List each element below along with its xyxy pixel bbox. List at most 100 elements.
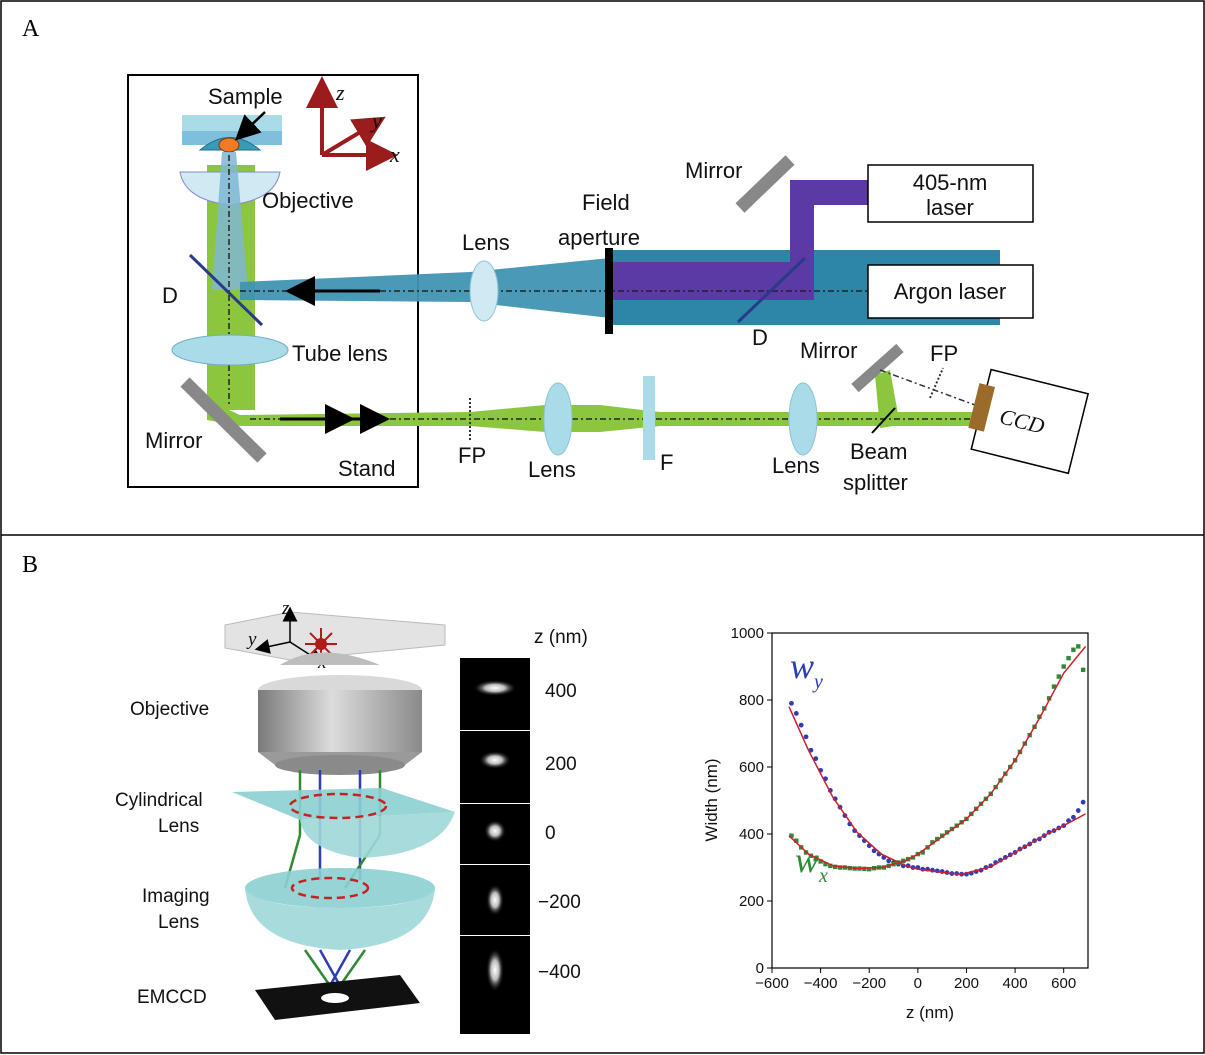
ray-bundle [283, 770, 382, 1001]
beam-splitter [871, 407, 896, 434]
dichroic-left-label: D [162, 283, 178, 308]
objective-b-tip [280, 652, 380, 665]
beam-splitter-label-2: splitter [843, 470, 908, 495]
laser-405-label-1: 405-nm [913, 170, 988, 195]
excitation-lens-label: Lens [462, 230, 510, 255]
field-aperture-label-2: aperture [558, 225, 640, 250]
imaging-beam-outline [290, 876, 370, 900]
axis-y-label: y [370, 108, 382, 133]
objective-label: Objective [262, 188, 354, 213]
emccd-spot [321, 993, 349, 1003]
fit-line [788, 645, 1087, 870]
y-tick-label: 200 [739, 893, 764, 910]
sample-nucleus [218, 137, 240, 153]
data-point-wx [930, 840, 935, 845]
objective-b-label: Objective [130, 699, 209, 720]
objective-b-body [258, 690, 422, 752]
data-point-wx [1076, 644, 1081, 649]
sample-arrow [234, 111, 266, 141]
y-tick-label: 1000 [731, 625, 764, 642]
excitation-lens [469, 260, 499, 322]
x-tick-label: 0 [914, 975, 922, 992]
filter [643, 376, 655, 460]
cylindrical-lens-body [300, 812, 455, 858]
data-point-wx [1080, 667, 1086, 673]
z-value-4: −200 [538, 892, 581, 913]
fp-right [929, 367, 944, 399]
b-axis-y-label: y [246, 629, 257, 650]
fit-lines [788, 645, 1087, 875]
axis-x-label: x [389, 142, 400, 167]
argon-laser-label: Argon laser [894, 279, 1007, 304]
data-point-wx [833, 864, 838, 870]
z-value-2: 200 [545, 754, 577, 775]
x-tick-label: 400 [1003, 975, 1028, 992]
cylindrical-lens-top [232, 788, 455, 820]
data-point-wy [803, 734, 809, 740]
violet-beam [610, 180, 868, 300]
tube-lens-label: Tube lens [292, 341, 388, 366]
data-point-wx [813, 856, 818, 862]
y-tick-label: 0 [756, 960, 764, 977]
data-point-wx [867, 866, 872, 872]
fluorophore-star-icon [305, 628, 337, 660]
b-axis-z-label: z [281, 598, 290, 619]
legend-wy: wy [790, 646, 823, 693]
b-axis-y [254, 639, 291, 654]
excitation-beam [240, 258, 610, 318]
emccd-label: EMCCD [137, 987, 207, 1008]
data-point-wy [886, 858, 892, 864]
stand-label: Stand [338, 456, 396, 481]
data-point-wy [857, 833, 862, 839]
data-point-wx [1071, 647, 1076, 652]
plot-area [771, 632, 1089, 969]
data-point-wy [1080, 799, 1086, 805]
data-point-wy [798, 722, 804, 728]
panel-b-setup: Objective Cylindrical Lens Imaging Lens … [115, 598, 455, 1020]
x-axis-label: z (nm) [906, 1003, 954, 1022]
x-tick-label: −400 [804, 975, 838, 992]
data-point-wx [935, 836, 940, 842]
x-tick-label: 200 [954, 975, 979, 992]
data-point-wx [828, 863, 833, 869]
mirror-left-label: Mirror [145, 428, 202, 453]
laser-405-label-2: laser [926, 195, 974, 220]
beam-splitter-label-1: Beam [850, 439, 907, 464]
data-point-wx [1051, 684, 1057, 689]
data-point-wx [1037, 714, 1042, 719]
focus-cone [212, 152, 248, 290]
imaging-lens-label-1: Imaging [142, 886, 210, 907]
axis-y-arrow [320, 116, 386, 157]
data-point-wx [1056, 674, 1062, 679]
y-tick-label: 400 [739, 826, 764, 843]
slide [224, 611, 446, 661]
data-point-wy [793, 711, 799, 716]
psf-spot-1 [473, 680, 517, 696]
psf-spot-3 [484, 820, 506, 842]
data-point-wx [939, 833, 945, 838]
x-tick-label: 600 [1051, 975, 1076, 992]
data-point-wx [1046, 696, 1052, 701]
dichroic-right [736, 256, 807, 324]
data-point-wx [794, 838, 799, 843]
data-point-wx [818, 859, 823, 864]
ccd-camera: CCD [968, 368, 1090, 475]
cyl-beam-outline [288, 792, 388, 820]
emission-lens-2 [788, 382, 818, 456]
y-tick-label: 800 [739, 692, 764, 709]
argon-laser-box [867, 264, 1034, 319]
data-point-wx [837, 865, 843, 870]
z-value-1: 400 [545, 681, 577, 702]
dichroic-left [188, 253, 264, 327]
data-point-wx [1066, 655, 1071, 661]
mirror-top-label: Mirror [685, 158, 742, 183]
data-point-wx [823, 861, 828, 867]
y-tick-label: 600 [739, 759, 764, 776]
data-point-wy [813, 756, 819, 762]
emission-lens-2-label: Lens [772, 453, 820, 478]
y-axis-label: Width (nm) [702, 758, 721, 841]
split-axis [879, 369, 976, 406]
panel-a-letter: A [22, 16, 40, 42]
